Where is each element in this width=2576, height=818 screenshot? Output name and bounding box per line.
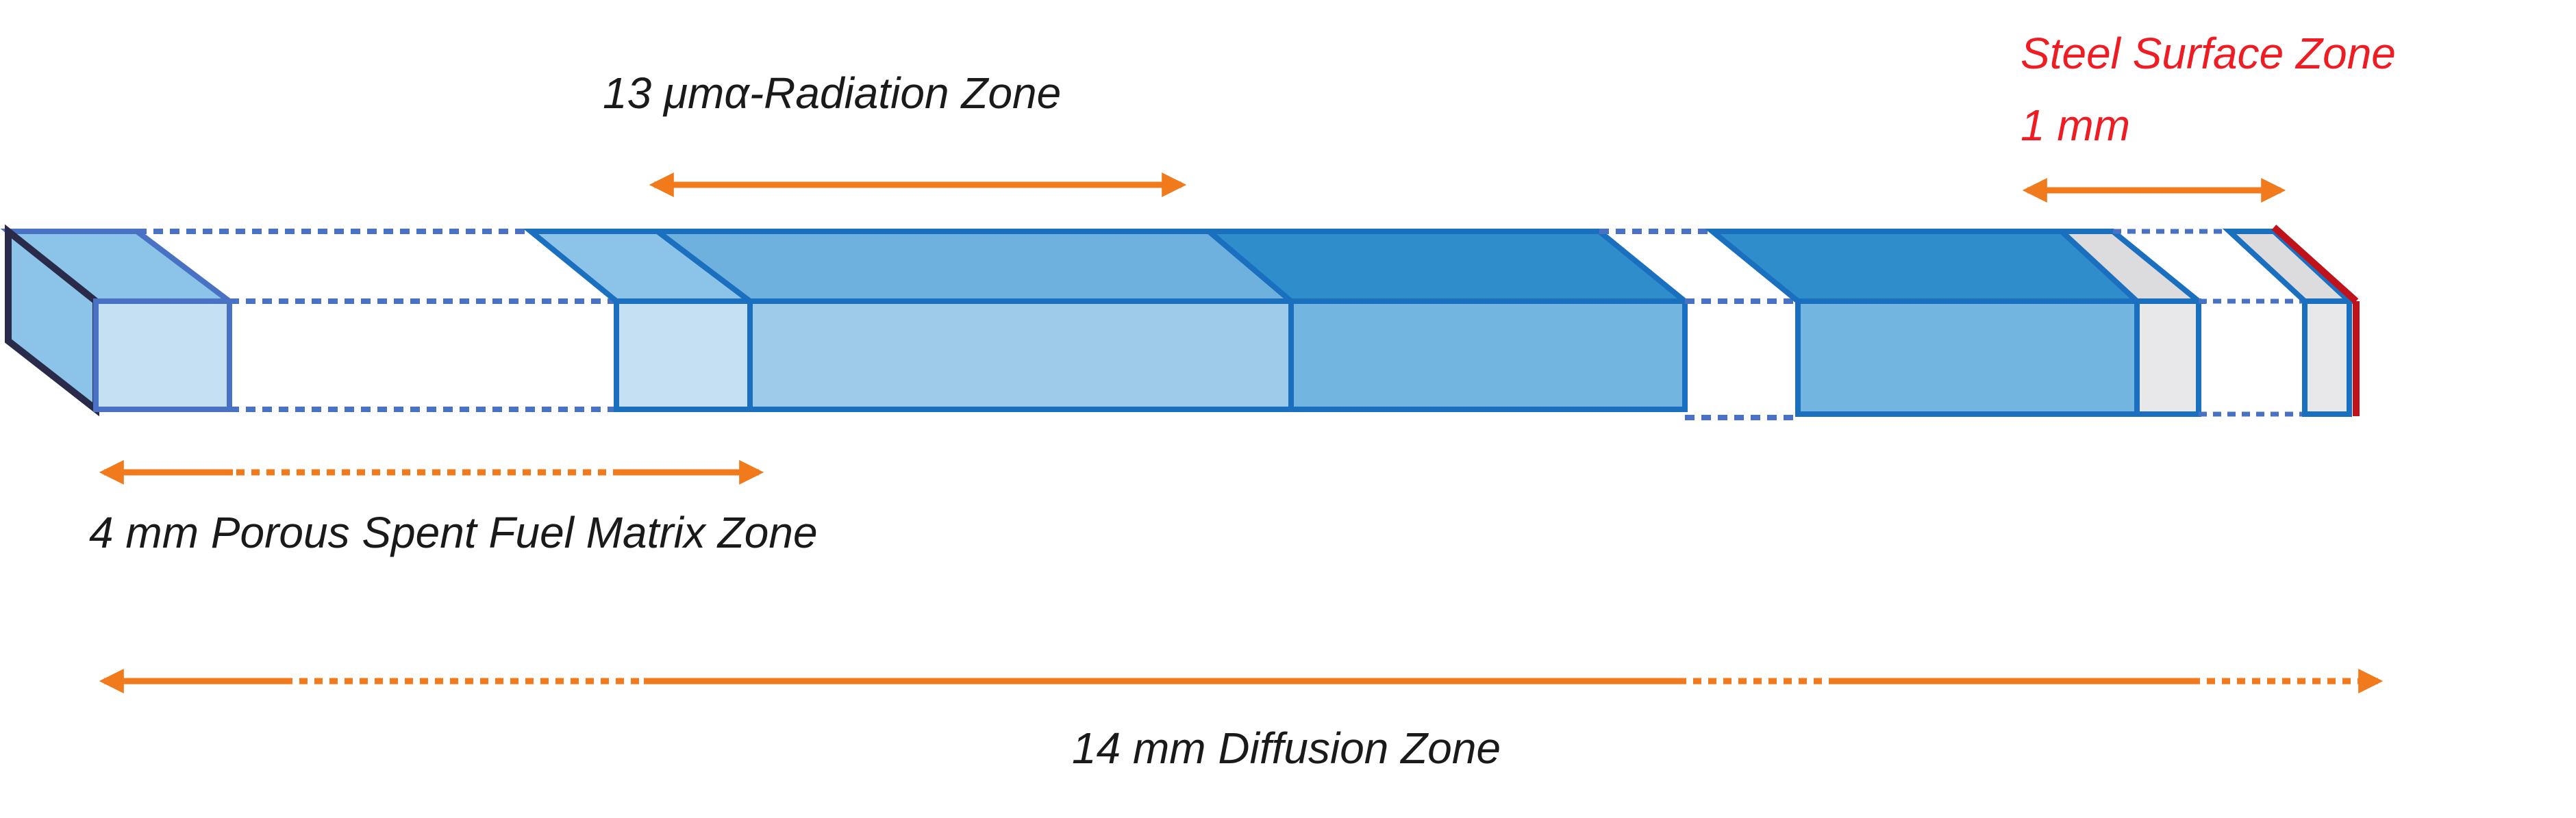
- fuel-matrix-block-end: [523, 229, 758, 412]
- diffusion-zone-label: 14 mm Diffusion Zone: [1072, 724, 1501, 773]
- fuel-matrix-zone-label: 4 mm Porous Spent Fuel Matrix Zone: [89, 508, 818, 557]
- dotted-gap-3: [2113, 229, 2305, 417]
- diffusion-block-2: [1704, 229, 2144, 417]
- steel-surface-thickness-label: 1 mm: [2021, 101, 2130, 150]
- fuel-matrix-block-start: [0, 224, 238, 417]
- radiation-zone-block: [649, 229, 1299, 412]
- steel-surface-edge: [2271, 225, 2359, 304]
- steel-surface-block-2: [2222, 225, 2360, 417]
- diffusion-block-1: [1201, 229, 1693, 412]
- radiation-zone-label: 13 μmα-Radiation Zone: [603, 68, 1061, 118]
- steel-surface-zone-label: Steel Surface Zone: [2021, 29, 2396, 78]
- dotted-gap-2: [1599, 229, 1798, 420]
